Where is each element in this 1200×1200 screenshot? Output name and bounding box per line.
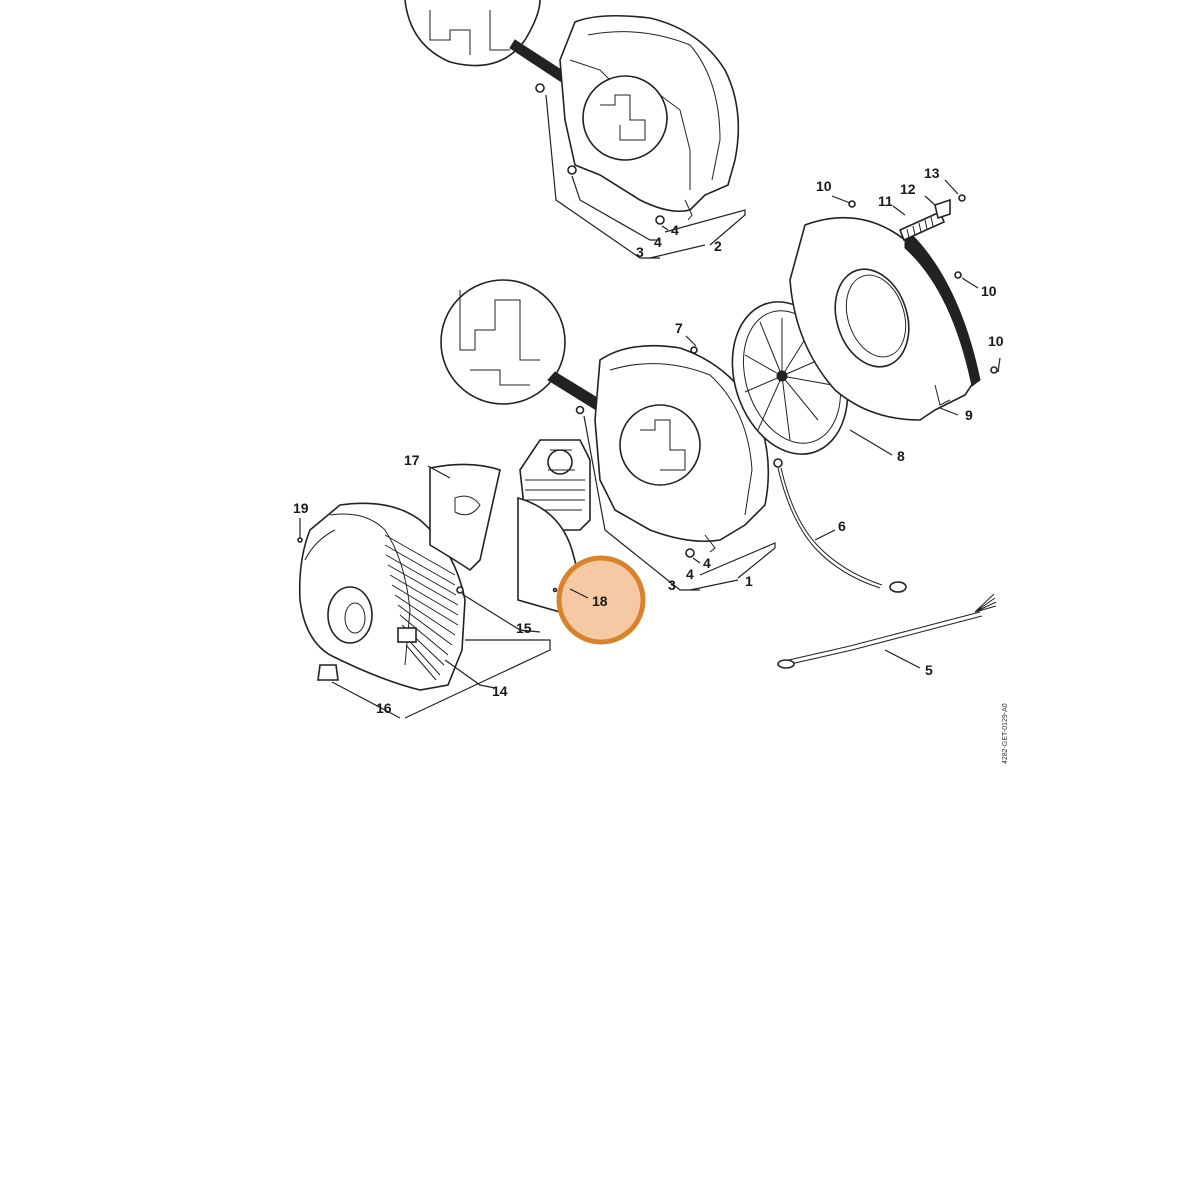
callout-8: 8	[897, 448, 905, 464]
callout-14: 14	[492, 683, 508, 699]
callout-labels: 1 2 3 3 4 4 4 4 5 6 7 8 9 10 10 10 11 12…	[293, 165, 1004, 716]
hardware-10-13	[690, 194, 998, 374]
callout-4-top-a: 4	[671, 222, 679, 238]
callout-10-a: 10	[816, 178, 832, 194]
callout-3-top: 3	[636, 244, 644, 260]
callout-9: 9	[965, 407, 973, 423]
callout-7: 7	[675, 320, 683, 336]
front-shroud	[298, 502, 466, 691]
callout-16: 16	[376, 700, 392, 716]
callout-12: 12	[900, 181, 916, 197]
callout-19: 19	[293, 500, 309, 516]
callout-2: 2	[714, 238, 722, 254]
highlight-marker[interactable]	[556, 555, 646, 645]
callout-17: 17	[404, 452, 420, 468]
callout-5: 5	[925, 662, 933, 678]
drawing-code: 4282-GET-0129-A0	[1002, 703, 1009, 764]
callout-10-b: 10	[981, 283, 997, 299]
callout-10-c: 10	[988, 333, 1004, 349]
callout-11: 11	[878, 193, 893, 209]
small-parts	[297, 463, 501, 681]
cable-5	[777, 593, 997, 669]
middle-leader-lines	[583, 415, 776, 591]
top-fan-housing	[404, 0, 740, 225]
callout-3-mid: 3	[668, 577, 676, 593]
callout-18: 18	[592, 593, 608, 609]
top-leader-lines	[545, 94, 746, 259]
callout-4-top-b: 4	[654, 234, 662, 250]
callout-15: 15	[516, 620, 532, 636]
callout-4-mid-b: 4	[686, 566, 694, 582]
back-leader-lines	[685, 179, 1001, 456]
callout-1: 1	[745, 573, 753, 589]
highlight-circle[interactable]	[556, 555, 646, 645]
back-cover-9	[789, 216, 981, 421]
middle-fan-housing	[575, 344, 770, 558]
callout-13: 13	[924, 165, 940, 181]
cable-6	[773, 458, 907, 593]
callout-6: 6	[838, 518, 846, 534]
callout-4-mid-a: 4	[703, 555, 711, 571]
shroud-leader-lines	[299, 465, 551, 719]
